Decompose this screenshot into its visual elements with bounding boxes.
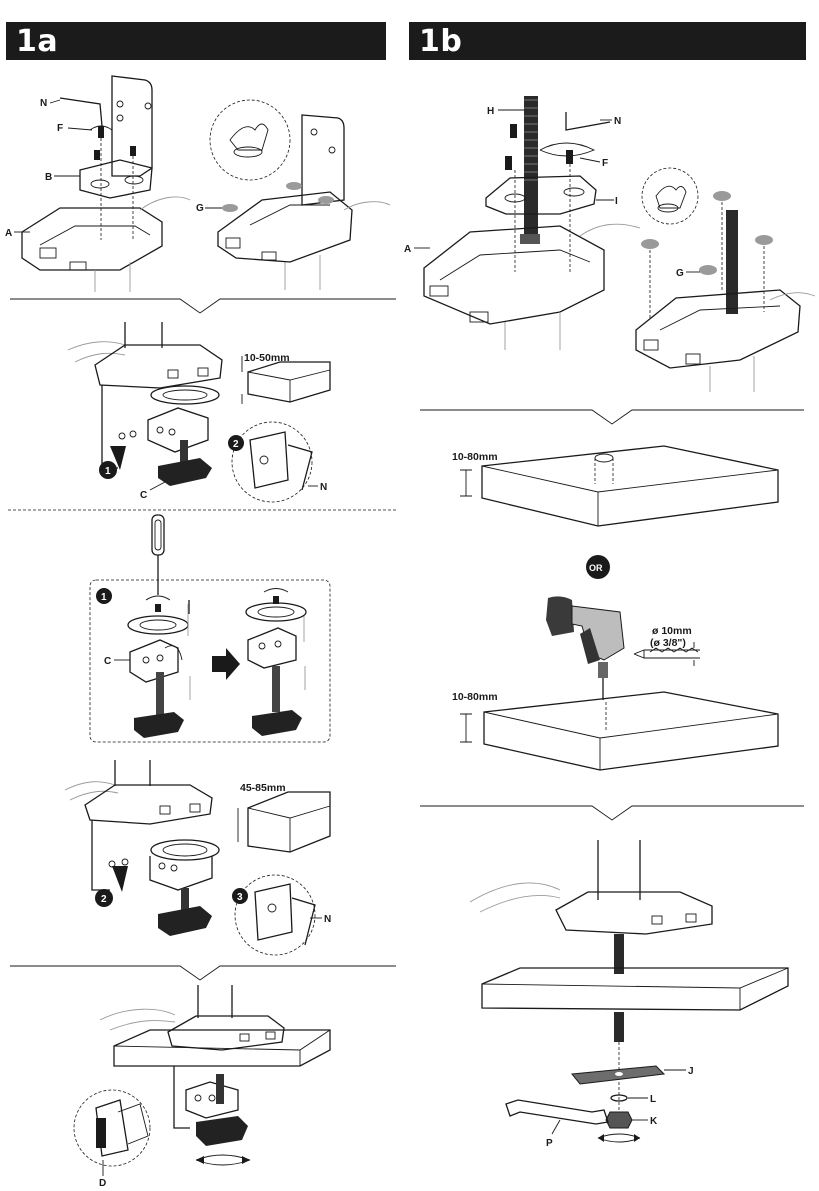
or-label: OR [589,563,603,573]
label-g: G [196,203,204,214]
label-a-1b: A [404,244,411,255]
label-g-1b: G [676,268,684,279]
label-n-1b: N [614,116,621,127]
panel-1a-plate-assembly: N F B A G [5,75,391,292]
label-b: B [45,172,52,183]
label-i: I [615,196,618,207]
section-header-1a: 1a [6,22,386,60]
or-badge [586,555,610,579]
panel-1b-desk-hole: 10-80mm OR ø 10mm (ø 3/8") 10-80mm [452,445,779,771]
label-n3: N [324,914,331,925]
dimension-10-80-b: 10-80mm [452,691,498,703]
drill-diameter-in: (ø 3/8") [650,637,686,649]
drill-diameter-mm: ø 10mm [652,625,692,637]
label-k: K [650,1116,658,1127]
divider-chevron-1b-2 [420,805,804,821]
label-c2: C [104,656,111,667]
divider-chevron-1b [420,409,804,425]
label-l: L [650,1094,656,1105]
label-a: A [5,228,12,239]
dimension-10-50: 10-50mm [244,352,290,364]
inset-step-3: 3 [237,892,243,903]
label-f: F [57,123,63,134]
panel-1b-plate-assembly: H I F N A [404,96,816,392]
label-h: H [487,106,494,117]
dimension-45-85: 45-85mm [240,782,286,794]
panel-1b-bolt-through: J L K P [469,840,789,1149]
label-c: C [140,490,147,501]
label-f-1b: F [602,158,608,169]
section-title-1b: 1b [419,24,463,59]
dimension-10-80-a: 10-80mm [452,451,498,463]
divider-chevron-2 [10,965,396,981]
panel-1a-final-tighten: D [73,985,331,1189]
inset-step-1: 1 [101,592,107,603]
step-marker-2: 2 [101,894,107,905]
section-header-1b: 1b [409,22,806,60]
step-marker-1: 1 [105,466,111,477]
label-p: P [546,1138,553,1149]
label-j: J [688,1066,694,1077]
panel-1a-clamp-10-50: 10-50mm 1 C 2 N [67,322,331,503]
label-d: D [99,1178,106,1189]
label-n: N [40,98,47,109]
label-n2: N [320,482,327,493]
section-title-1a: 1a [16,24,59,59]
panel-1a-clamp-conversion: 1 C [89,514,331,743]
panel-1a-clamp-45-85: 45-85mm 2 3 N [64,760,331,956]
inset-step-2: 2 [233,439,239,450]
divider-chevron [10,298,396,314]
